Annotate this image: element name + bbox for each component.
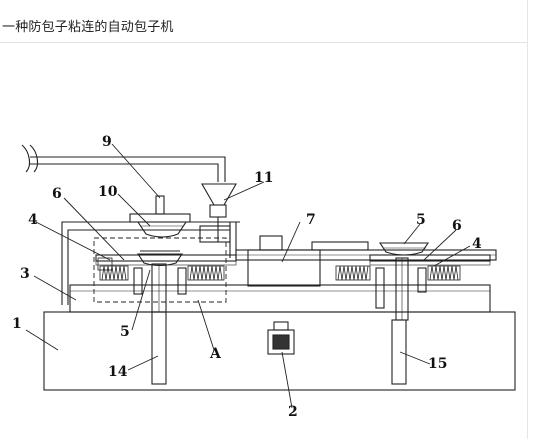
- title-bar: 一种防包子粘连的自动包子机: [0, 0, 527, 43]
- label-7: 7: [306, 212, 316, 228]
- detail-box-a: [93, 237, 227, 303]
- label-6-right: 6: [452, 218, 462, 234]
- label-5-bottom-left: 5: [120, 324, 130, 340]
- work-table: [69, 284, 491, 313]
- right-rotary-assembly: [335, 242, 491, 321]
- label-6-left: 6: [52, 186, 62, 202]
- label-3: 3: [20, 266, 30, 282]
- right-border: [527, 0, 528, 439]
- label-10: 10: [98, 184, 118, 200]
- label-15: 15: [428, 356, 447, 372]
- feed-pipe: [21, 144, 226, 182]
- label-5-top-right: 5: [416, 212, 426, 228]
- hopper: [199, 183, 237, 243]
- central-block: [247, 249, 321, 287]
- label-11: 11: [254, 170, 273, 186]
- motor: [267, 321, 295, 355]
- part-labels: 1 2 3 4 4 5 5 6 6 7 9 10 11 14 15 A: [12, 134, 482, 420]
- leader-lines: [25, 143, 471, 409]
- label-4-left: 4: [28, 212, 38, 228]
- label-1: 1: [12, 316, 22, 332]
- press-assembly: [129, 195, 191, 238]
- left-column: [151, 311, 167, 385]
- label-9: 9: [102, 134, 112, 150]
- machine-housing: [61, 221, 240, 305]
- label-14: 14: [108, 364, 128, 380]
- label-a: A: [209, 346, 222, 362]
- page-title: 一种防包子粘连的自动包子机: [2, 20, 174, 35]
- left-rotary-assembly: [95, 250, 237, 313]
- label-4-right: 4: [472, 236, 482, 252]
- right-column: [391, 319, 407, 385]
- label-2: 2: [288, 404, 298, 420]
